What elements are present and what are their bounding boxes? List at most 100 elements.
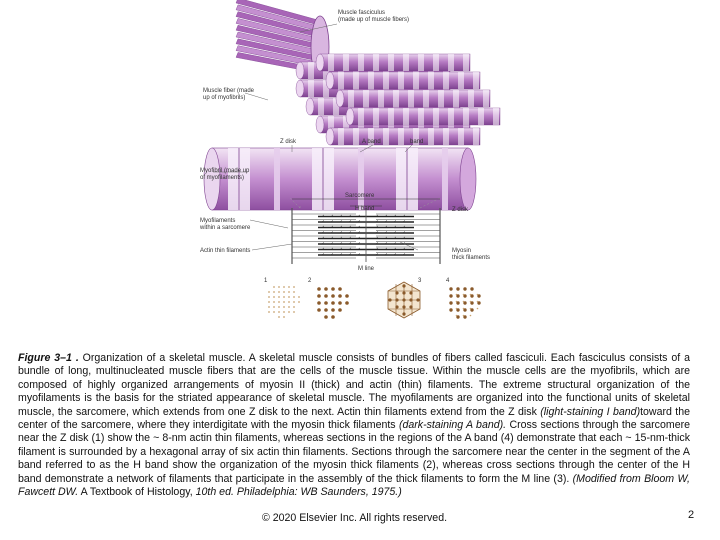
label-fasciculus-sub: (made up of muscle fibers) [338,17,409,23]
fiber-striation [363,90,369,107]
filament-dot [278,296,280,298]
fiber-tube [329,127,481,146]
cross-section-3 [387,281,421,319]
label-myosin: Myosin [452,248,471,254]
myosin-head [348,214,352,217]
label-cs-3: 3 [418,278,422,284]
myosin-head [321,220,325,223]
fiber-end [325,71,335,90]
myosin-head [384,253,388,256]
h-zone [358,148,364,210]
myosin-head [384,231,388,234]
label-z-disk-2: Z disk [452,207,469,213]
myosin-head [357,225,361,228]
myosin-head [339,225,343,228]
fiber-striation [463,108,469,125]
label-myofilaments-sub: within a sarcomere [199,225,251,231]
fiber-striation [338,128,344,145]
filament-dot [402,305,406,309]
caption-italic-2: (dark-staining A band). [398,419,507,432]
fiber-striation [473,72,479,89]
myosin-head [393,247,397,250]
fiber-striation [368,128,374,145]
fiber-striation [438,90,444,107]
filament-dot [338,294,342,298]
fiber-striation [443,72,449,89]
filament-dot [288,301,290,303]
myosin-head [375,220,379,223]
filament-dot [283,291,285,293]
myosin-head [348,231,352,234]
label-myofilaments: Myofilaments [200,218,235,224]
filament-dot [455,293,458,296]
filament-dot [402,291,406,295]
filament-dot [278,311,280,313]
filament-dot [273,301,275,303]
fiber-striation [373,108,379,125]
myosin-head [348,247,352,250]
filament-dot [456,308,460,312]
fiber-striation [353,72,359,89]
myosin-head [357,236,361,239]
filament-dot [409,305,413,309]
caption-italic-4: 10th ed. Philadelphia: WB Saunders, 1975… [195,486,402,499]
fiber-striation [383,72,389,89]
filament-dot [476,307,479,310]
fiber-striation [333,98,339,115]
filament-dot [477,294,481,298]
myosin-head [357,220,361,223]
fiber-striation [358,54,364,71]
filament-dot [402,284,406,288]
myosin-head [339,247,343,250]
filament-dot [331,301,335,305]
filament-dot [462,293,465,296]
filament-dot [317,301,321,305]
fiber-striation [368,72,374,89]
myosin-head [402,247,406,250]
myosin-head [330,225,334,228]
filament-dot [268,296,270,298]
filament-dot [470,294,474,298]
label-fasciculus: Muscle fasciculus [338,10,385,16]
fiber-striation [453,90,459,107]
myosin-head [330,214,334,217]
fiber-striation [433,108,439,125]
fiber-striation [478,108,484,125]
filament-dot [298,296,300,298]
fiber-striation [473,128,479,145]
myosin-head [339,236,343,239]
filament-dot [395,291,399,295]
filament-dot [455,300,458,303]
leader-lines [213,23,419,262]
myosin-head [357,253,361,256]
fiber-striation [378,90,384,107]
filament-dot [463,287,467,291]
myosin-head [321,214,325,217]
myosin-head [339,253,343,256]
filament-dot [331,315,335,319]
myosin-head [384,236,388,239]
filament-dot [449,294,453,298]
label-cs-4: 4 [446,278,450,284]
label-a-band: A band [362,139,381,145]
filament-dot [409,298,413,302]
filament-dot [469,314,472,317]
myosin-head [321,231,325,234]
filament-dot [470,301,474,305]
page-number: 2 [688,509,695,521]
sarcomere-projection-lines [289,197,441,209]
filament-dot [456,287,460,291]
copyright-notice: © 2020 Elsevier Inc. All rights reserved… [262,512,448,524]
filament-dot [402,312,406,316]
label-cs-1: 1 [264,278,268,284]
fiber-striation [343,54,349,71]
muscle-organization-diagram: Muscle fasciculus (made up of muscle fib… [199,0,501,319]
filament-dot [455,314,458,317]
label-fiber: Muscle fiber (made [203,88,255,94]
fiber-striation [448,54,454,71]
label-h-band: H band [355,206,374,212]
filament-dot [462,314,465,317]
filament-dot [293,311,295,313]
filament-dot [463,294,467,298]
myosin-head [393,231,397,234]
